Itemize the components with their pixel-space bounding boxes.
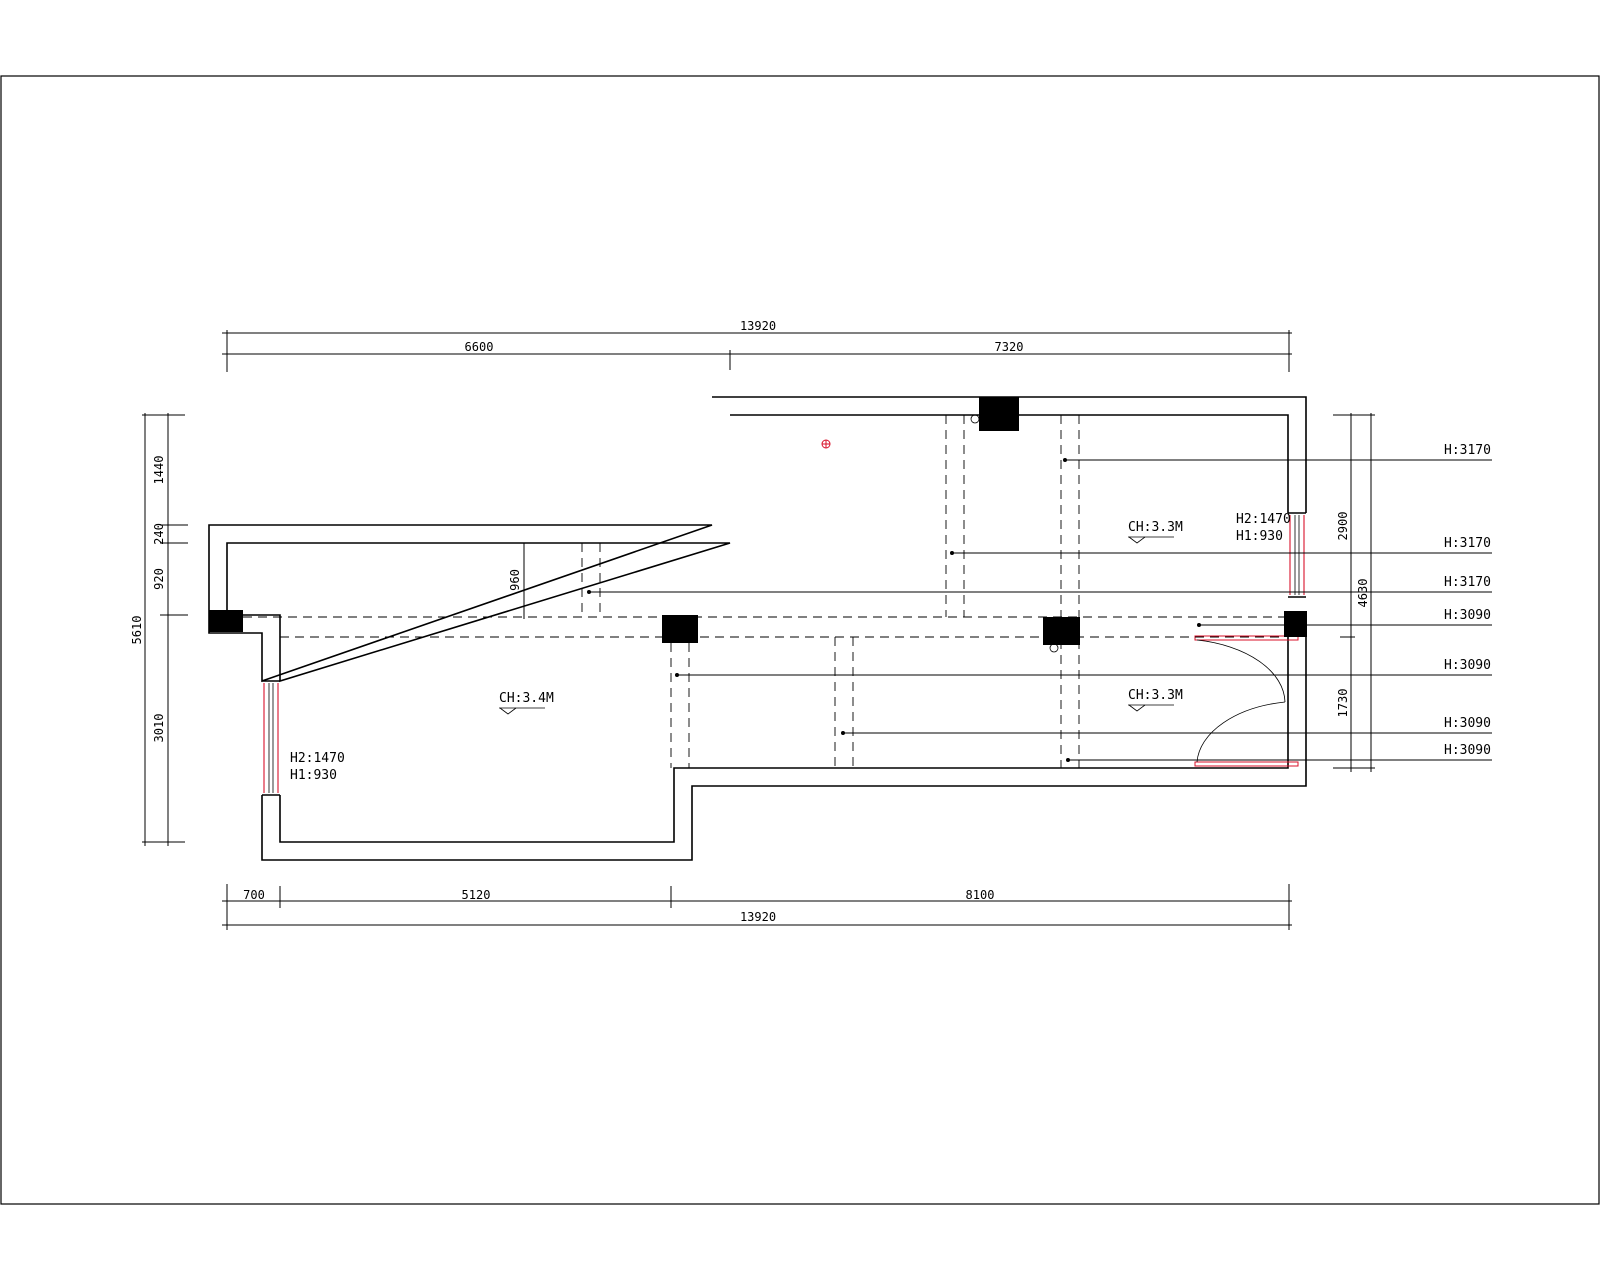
- dim-right-2: 1730: [1336, 689, 1350, 718]
- dim-left-2: 240: [152, 523, 166, 545]
- beam-height-label: H:3090: [1444, 716, 1491, 731]
- dim-bottom-b: 5120: [462, 888, 491, 902]
- dim-left-total: 5610: [130, 616, 144, 645]
- ceiling-light-icon: [821, 439, 831, 449]
- dim-right-total: 4630: [1356, 579, 1370, 608]
- beams: [243, 415, 1284, 768]
- column: [209, 610, 243, 632]
- dim-left-1: 1440: [152, 456, 166, 485]
- walls: [208, 396, 1307, 861]
- beam-leaders: [587, 458, 1492, 762]
- column: [1284, 611, 1307, 637]
- column: [1043, 617, 1080, 645]
- dimension-lines: [142, 330, 1375, 930]
- window-h1-label: H1:930: [1236, 529, 1283, 544]
- dim-bottom-a: 700: [243, 888, 265, 902]
- beam-height-label: H:3090: [1444, 608, 1491, 623]
- ceiling-label-bottom-right: CH:3.3M: [1128, 688, 1183, 712]
- column: [979, 397, 1019, 431]
- window-h2-label: H2:1470: [290, 751, 345, 766]
- columns: [209, 397, 1307, 653]
- beam-height-label: H:3090: [1444, 743, 1491, 758]
- window-h1-label: H1:930: [290, 768, 337, 783]
- dim-top-left: 6600: [465, 340, 494, 354]
- dim-left-4: 3010: [152, 714, 166, 743]
- dim-right-1: 2900: [1336, 512, 1350, 541]
- ceiling-height-label: CH:3.3M: [1128, 688, 1183, 703]
- left-window: [263, 683, 279, 793]
- ceiling-height-label: CH:3.3M: [1128, 520, 1183, 535]
- wall-caps: [262, 512, 1306, 796]
- beam-height-label: H:3170: [1444, 575, 1491, 590]
- dim-inner-960: 960: [508, 569, 522, 591]
- right-window: [1289, 515, 1305, 595]
- beam-height-label: H:3170: [1444, 536, 1491, 551]
- dim-bottom-c: 8100: [966, 888, 995, 902]
- pipe-circle: [970, 414, 980, 424]
- dim-top-right: 7320: [995, 340, 1024, 354]
- drawing-frame: [0, 75, 1600, 1205]
- ceiling-label-left: CH:3.4M: [499, 691, 554, 715]
- outer-wall: [208, 396, 1307, 861]
- ceiling-height-label: CH:3.4M: [499, 691, 554, 706]
- dim-top-total: 13920: [740, 319, 776, 333]
- column: [662, 615, 698, 643]
- beam-height-label: H:3170: [1444, 443, 1491, 458]
- double-door: [1194, 632, 1299, 768]
- dim-bottom-total: 13920: [740, 910, 776, 924]
- pipe-circle: [1049, 643, 1059, 653]
- dim-left-3: 920: [152, 568, 166, 590]
- window-h2-label: H2:1470: [1236, 512, 1291, 527]
- inner-wall: [226, 414, 1289, 843]
- ceiling-label-top-right: CH:3.3M: [1128, 520, 1183, 544]
- beam-height-label: H:3090: [1444, 658, 1491, 673]
